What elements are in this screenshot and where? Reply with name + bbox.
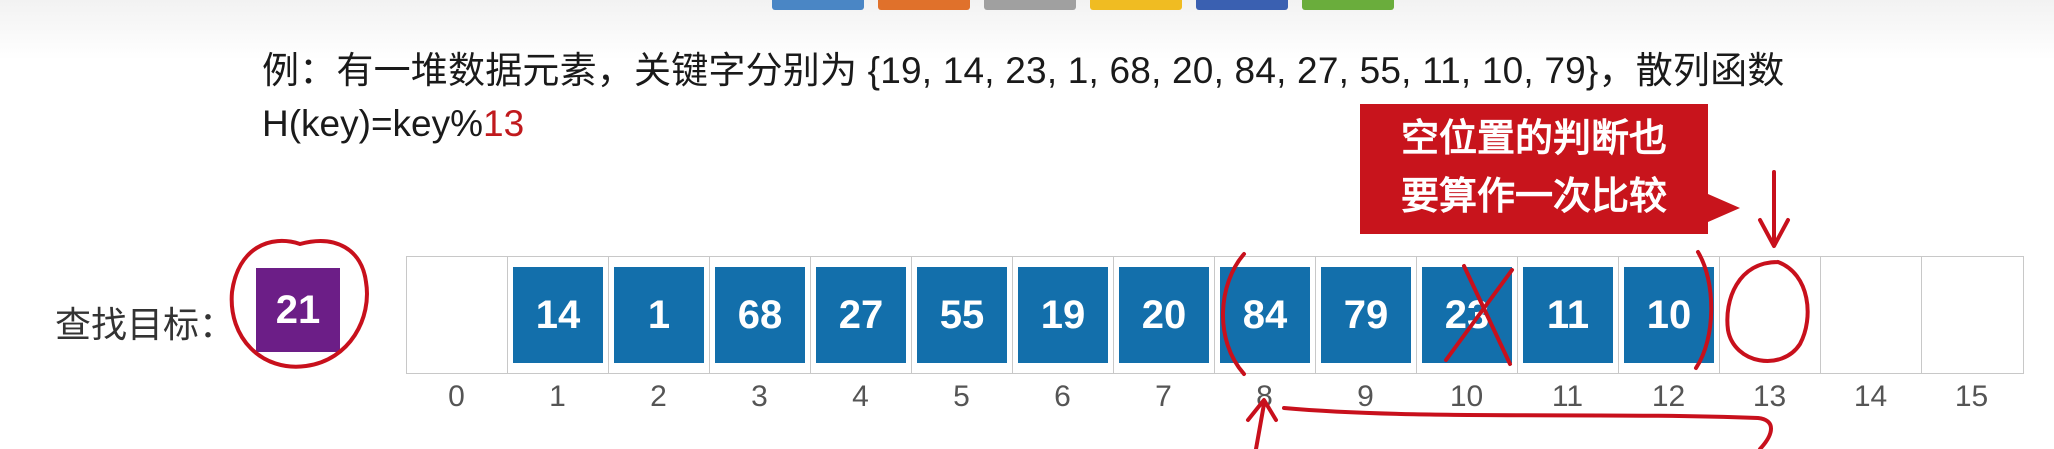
hash-slot: 55 [912,257,1013,373]
hash-slot-value: 84 [1220,267,1310,363]
slot-index: 1 [549,380,566,413]
hash-slot: 27 [811,257,912,373]
color-tab-3[interactable] [984,0,1076,10]
slot-index: 6 [1054,380,1071,413]
hash-slot-value: 79 [1321,267,1411,363]
color-tab-1[interactable] [772,0,864,10]
slot-index: 12 [1651,380,1686,413]
callout-line-2: 要算作一次比较 [1400,176,1667,218]
hash-slot-value: 14 [513,267,603,363]
example-text: 例：有一堆数据元素，关键字分别为 {19, 14, 23, 1, 68, 20,… [262,50,1785,91]
hash-slot-value: 19 [1018,267,1108,363]
slot-index: 7 [1155,380,1172,413]
slot-index: 9 [1357,380,1374,413]
callout-pointer [1708,194,1740,222]
hash-slot: 79 [1316,257,1417,373]
slot-index: 15 [1954,380,1989,413]
hash-slot-value: 20 [1119,267,1209,363]
hash-slot: 20 [1114,257,1215,373]
callout-line-1: 空位置的判断也 [1400,118,1667,160]
slot-index: 2 [650,380,667,413]
hash-modulus: 13 [483,103,525,144]
hash-slot [1720,257,1821,373]
target-circle-mark [229,238,369,369]
search-target-value: 21 [256,268,340,352]
cross-mark [1444,264,1514,366]
slot-index: 3 [751,380,768,413]
hash-slot-value: 10 [1624,267,1714,363]
hash-slot: 84 [1215,257,1316,373]
bottom-wrap-arrow-mark [1246,398,1773,449]
top-strip [0,0,2054,60]
hash-slot [407,257,508,373]
hash-slot-value: 55 [917,267,1007,363]
slot-index: 14 [1853,380,1888,413]
hash-slot: 1 [609,257,710,373]
right-bracket-mark [1694,250,1714,370]
hash-slot: 14 [508,257,609,373]
slot-index: 5 [953,380,970,413]
down-arrow-mark [1758,170,1790,248]
hash-slot: 11 [1518,257,1619,373]
callout-note: 空位置的判断也 要算作一次比较 [1360,104,1708,234]
color-tab-5[interactable] [1196,0,1288,10]
hash-prefix: H(key)=key% [262,103,484,144]
hash-function: H(key)=key%13 [262,103,524,145]
hash-slot-value: 1 [614,267,704,363]
slot-index: 13 [1752,380,1787,413]
slot-index: 10 [1449,380,1484,413]
hash-slot: 68 [710,257,811,373]
search-target-label: 查找目标： [55,304,236,345]
slot-index: 4 [852,380,869,413]
slot-index: 11 [1551,380,1584,413]
left-bracket-mark [1221,252,1246,376]
hash-slot-value: 11 [1523,267,1613,363]
color-tabs [772,0,1394,10]
hash-slot: 10 [1619,257,1720,373]
slot-index: 0 [448,380,465,413]
hash-slot-value: 68 [715,267,805,363]
empty-slot-circle-mark [1725,260,1810,363]
hash-slot: 19 [1013,257,1114,373]
color-tab-6[interactable] [1302,0,1394,10]
hash-slot-value: 27 [816,267,906,363]
hash-slot [1821,257,1922,373]
color-tab-4[interactable] [1090,0,1182,10]
color-tab-2[interactable] [878,0,970,10]
